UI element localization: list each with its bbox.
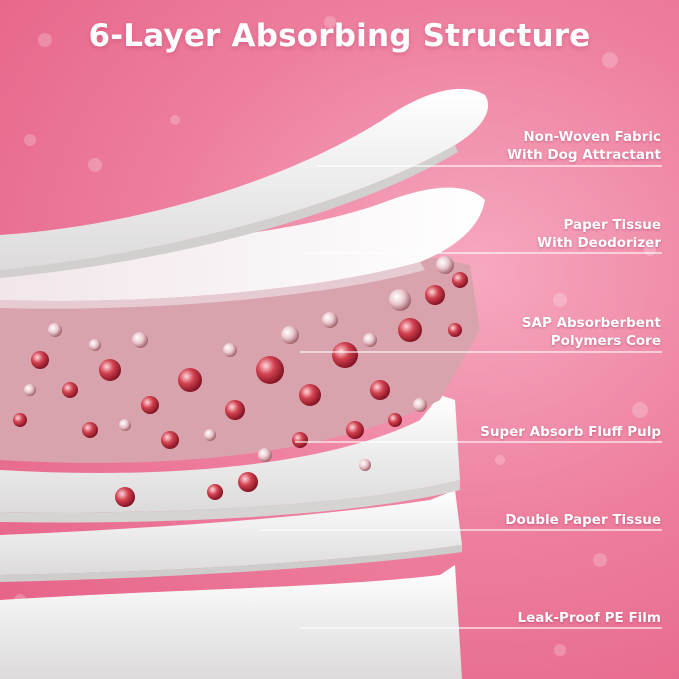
layer-label-line: With Deodorizer: [537, 235, 661, 251]
layer-label-line: Double Paper Tissue: [505, 512, 661, 528]
layer-label-pe-film: Leak-Proof PE Film: [518, 609, 661, 627]
layer-label-fluff-pulp: Super Absorb Fluff Pulp: [480, 423, 661, 441]
page-title: 6-Layer Absorbing Structure: [88, 18, 591, 54]
layer-label-line: SAP Absorberbent: [521, 315, 661, 331]
layer-label-line: Leak-Proof PE Film: [517, 610, 661, 626]
non-woven-fabric-layer: [0, 88, 489, 270]
layer-label-line: Polymers Core: [550, 333, 661, 349]
layer-label-line: With Dog Attractant: [507, 147, 661, 163]
layer-label-line: Super Absorb Fluff Pulp: [480, 424, 661, 440]
pe-film-layer: [0, 565, 462, 679]
paper-tissue-layer: [0, 187, 485, 301]
fluff-pulp-layer: [0, 395, 460, 513]
layer-label-line: Paper Tissue: [563, 217, 662, 233]
leader-lines: [260, 165, 662, 629]
layer-label-non-woven: Non-Woven Fabric With Dog Attractant: [507, 128, 661, 164]
layer-label-paper-tissue: Paper Tissue With Deodorizer: [537, 216, 661, 252]
layer-label-double-tissue: Double Paper Tissue: [505, 511, 661, 529]
layer-label-line: Non-Woven Fabric: [523, 129, 661, 145]
double-tissue-layer: [0, 490, 462, 575]
layer-label-sap-core: SAP Absorberbent Polymers Core: [522, 314, 661, 350]
